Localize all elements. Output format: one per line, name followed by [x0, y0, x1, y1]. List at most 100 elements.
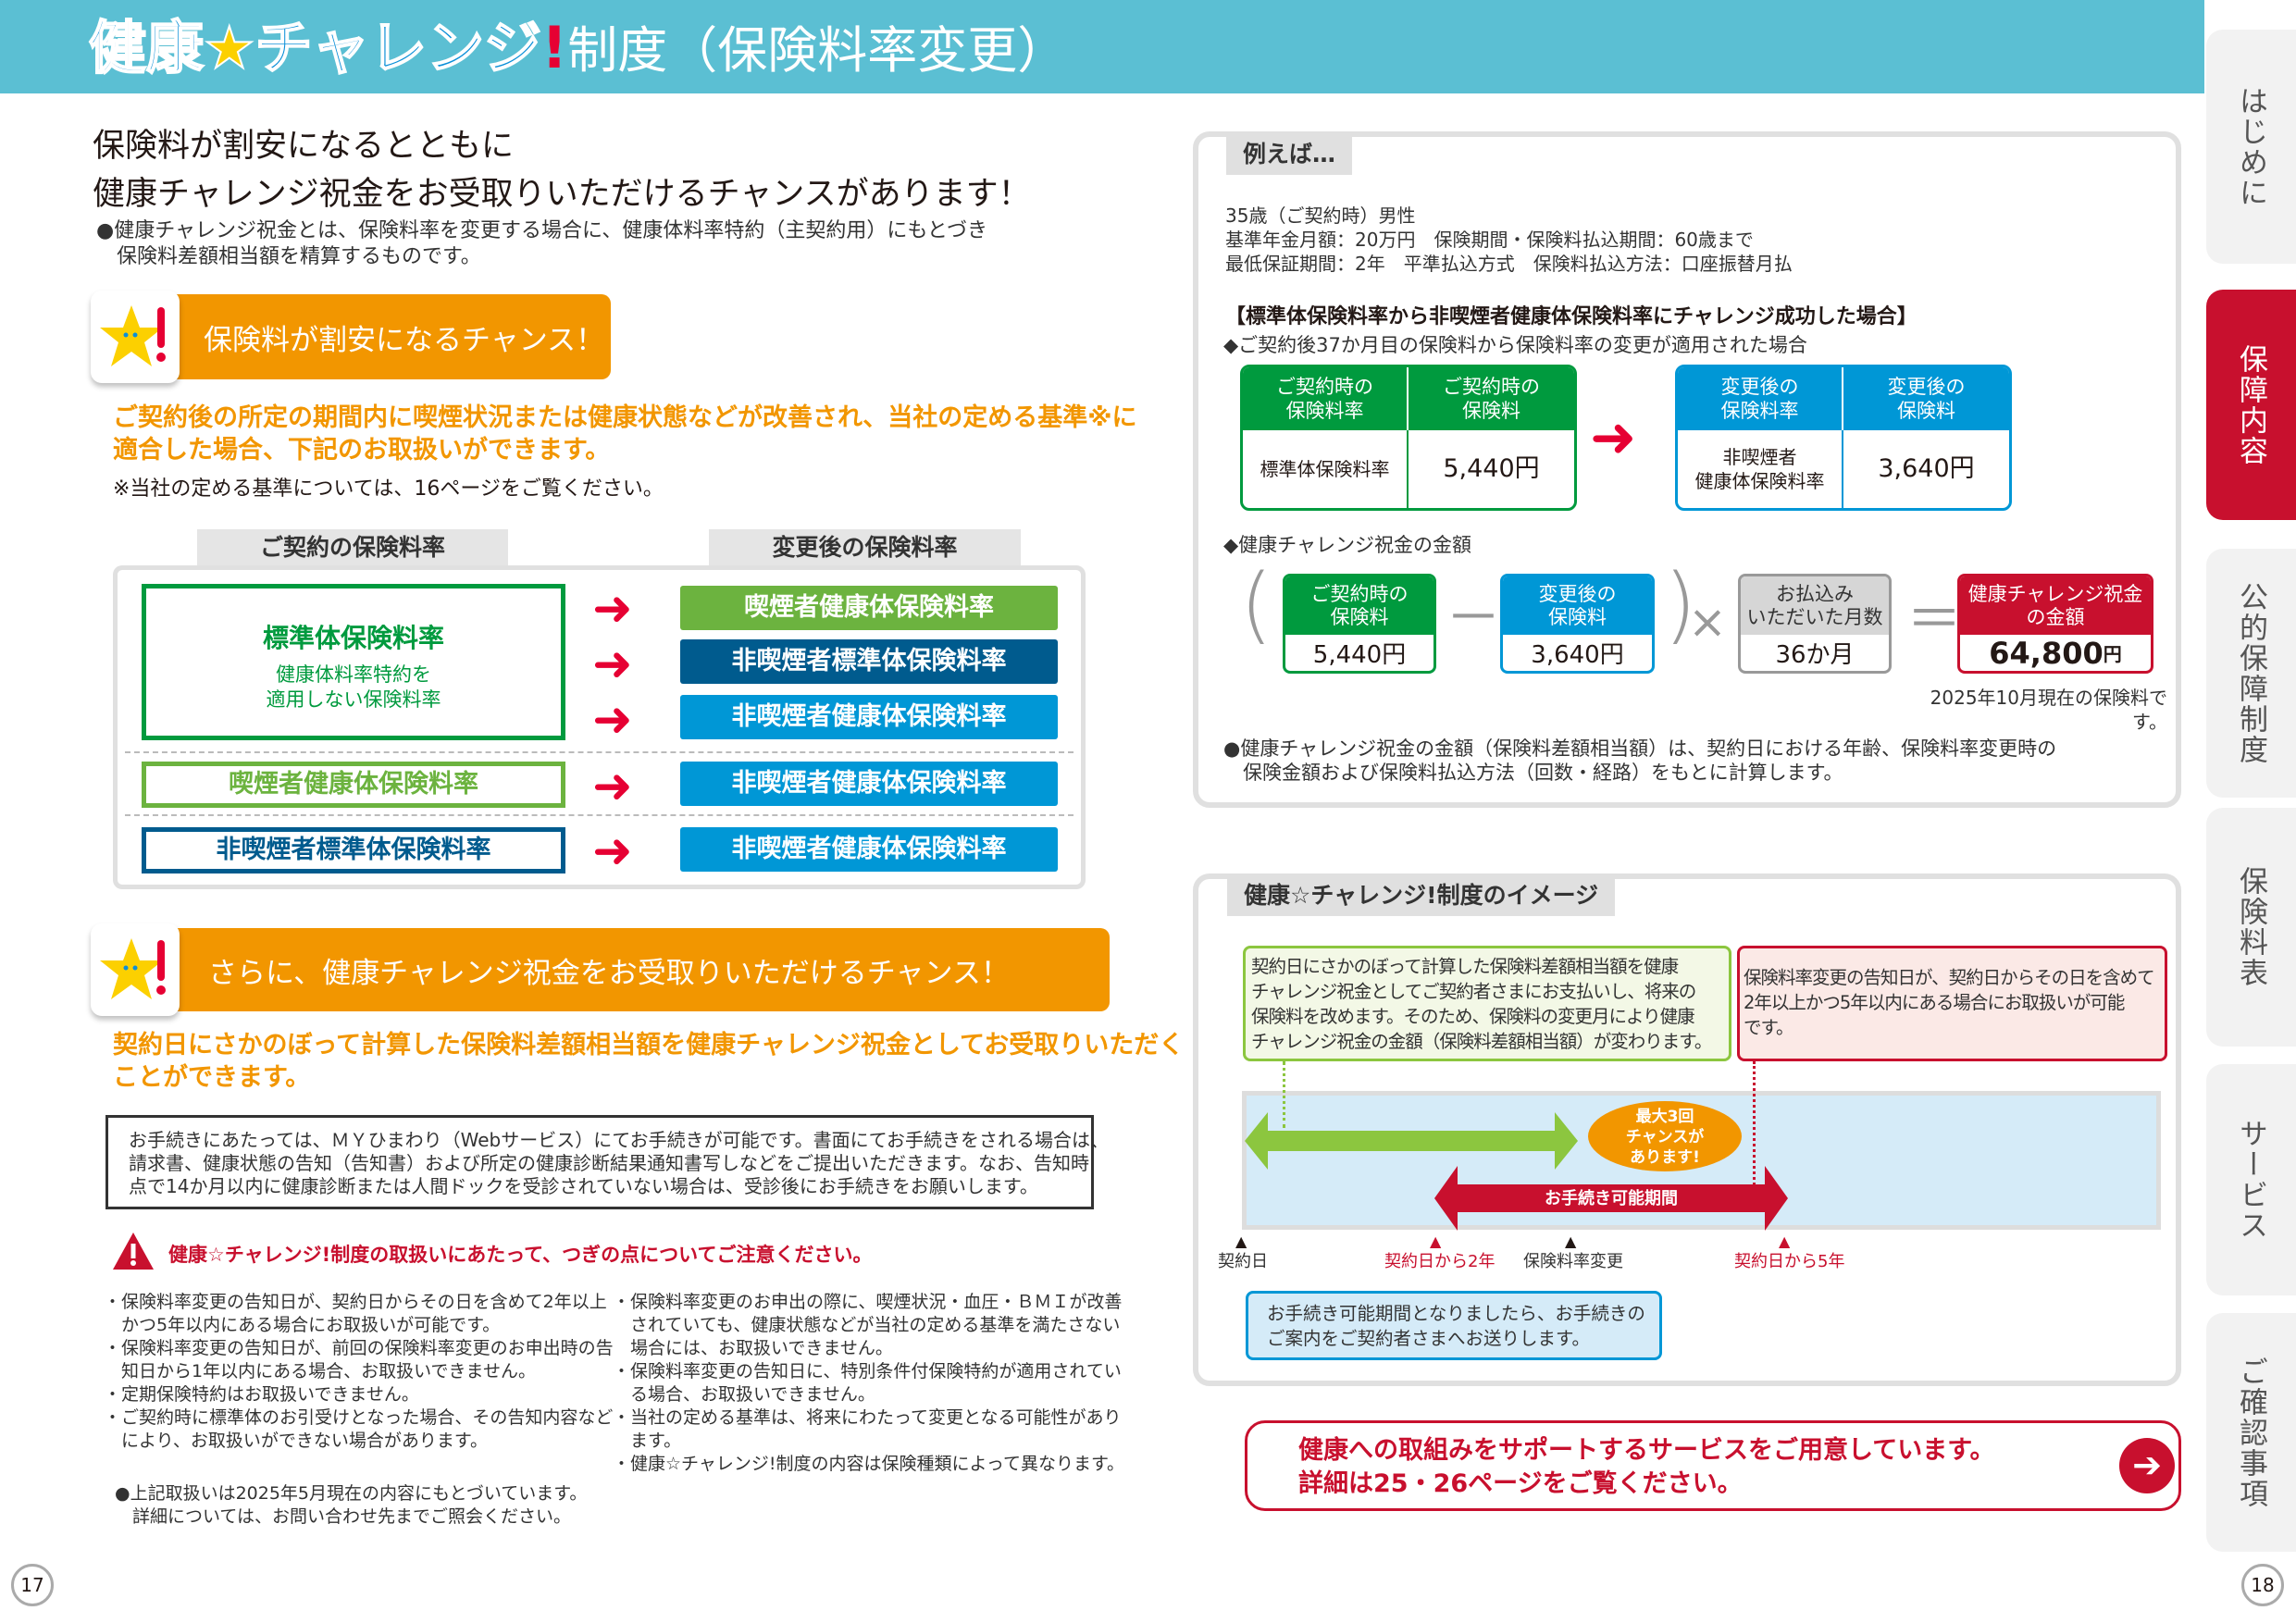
times-sign: ×	[1688, 595, 1727, 649]
lead-heading: 保険料が割安になるとともに健康チャレンジ祝金をお受取りいただけるチャンスがありま…	[93, 122, 1031, 218]
text-line: チャレンジ祝金としてご契約者さまにお支払いし、将来の	[1251, 981, 1696, 1002]
green-explanation-box: 契約日にさかのぼって計算した保険料差額相当額を健康チャレンジ祝金としてご契約者さ…	[1243, 946, 1731, 1061]
arrow-right-icon: ➜	[592, 759, 633, 814]
text-line: 円	[2103, 643, 2122, 665]
triangle-marker-icon: ▲	[1565, 1233, 1577, 1250]
arrow-right-icon: ➜	[1590, 405, 1637, 470]
text-line: !	[541, 14, 568, 81]
sidebar-tab-confirmation[interactable]: ご確認事項	[2206, 1313, 2296, 1552]
paren-right: )	[1664, 556, 1697, 653]
arrow-circle-icon[interactable]: ➔	[2119, 1438, 2175, 1493]
text-line: 契約日にさかのぼって計算した保険料差額相当額を健康	[1251, 956, 1679, 977]
red-dotted-line	[1753, 1061, 1756, 1191]
text-line: ・保険料率変更の告知日に、特別条件付保険特約が適用されてい	[613, 1361, 1122, 1381]
cell: 標準体保険料率	[1243, 430, 1409, 508]
discount-description: ご契約後の所定の期間内に喫煙状況または健康状態などが改善され、当社の定める基準※…	[113, 402, 1137, 466]
text-line: さらに、健康チャレンジ祝金をお受取りいただけるチャンス！	[208, 956, 1010, 990]
text-line: ご契約時の	[1443, 376, 1540, 398]
text-line: ことができます。	[113, 1063, 311, 1092]
text-line: 最大3回	[1635, 1108, 1694, 1126]
text-line: 標準体保険料率	[1260, 458, 1390, 480]
text-line: あります!	[1630, 1148, 1700, 1167]
text-line: 健康体料率特約を	[276, 663, 431, 686]
equals-sign: ＝	[1906, 588, 1962, 652]
text-line: 契約日にさかのぼって計算した保険料差額相当額を健康チャレンジ祝金としてお受取りい…	[113, 1031, 1185, 1059]
calculation-note: ●健康チャレンジ祝金の金額（保険料差額相当額）は、契約日における年齢、保険料率変…	[1223, 737, 2056, 785]
warning-icon	[111, 1231, 155, 1275]
text-line: かつ5年以内にある場合にお取扱いが可能です。	[104, 1315, 501, 1335]
bonus-banner: さらに、健康チャレンジ祝金をお受取りいただけるチャンス！	[167, 928, 1110, 1011]
green-double-arrow-icon	[1245, 1112, 1578, 1170]
text-line: る場合、お取扱いできません。	[613, 1384, 875, 1405]
after-table: 変更後の保険料率 変更後の保険料 非喫煙者健康体保険料率 3,640円	[1675, 365, 2012, 511]
text-line: です。	[1744, 1017, 1794, 1038]
text-line: 詳細については、お問い合わせ先までご照会ください。	[115, 1506, 572, 1527]
divider	[125, 751, 1074, 753]
cell: ご契約時の保険料率	[1243, 367, 1409, 430]
text-line: チャレンジ	[254, 13, 542, 82]
text-line: 保険料率	[1720, 400, 1799, 422]
nonsmoker-healthy-rate-label: 非喫煙者健康体保険料率	[680, 827, 1058, 872]
footnote: ●上記取扱いは2025年5月現在の内容にもとづいています。 詳細については、お問…	[115, 1482, 587, 1529]
text-line: 詳細は25・26ページをご覧ください。	[1298, 1469, 1743, 1498]
text-line: チャレンジ祝金の金額（保険料差額相当額）が変わります。	[1251, 1031, 1712, 1052]
text-line: 健康体保険料率	[1694, 470, 1825, 492]
sidebar-tab-services[interactable]: サービス	[2206, 1064, 2296, 1295]
sidebar-tab-premium-table[interactable]: 保険料表	[2206, 808, 2296, 1047]
text-line: されていても、健康状態などが当社の定める基準を満たさない	[613, 1315, 1121, 1335]
nonsmoker-healthy-rate-label: 非喫煙者健康体保険料率	[680, 762, 1058, 806]
service-link-box[interactable]: 健康への取組みをサポートするサービスをご用意しています。詳細は25・26ページを…	[1245, 1420, 2181, 1511]
sidebar-tab-public-security[interactable]: 公的保障制度	[2206, 549, 2296, 798]
red-double-arrow-icon	[1434, 1166, 1788, 1231]
star-icon: ★	[203, 13, 256, 82]
procedure-period-label: お手続き可能期間	[1545, 1189, 1678, 1208]
arrow-right-icon: ➜	[592, 581, 633, 637]
smoker-healthy-rate-label: 喫煙者健康体保険料率	[680, 586, 1058, 630]
text-line: 保険料が割安になるチャンス！	[204, 323, 605, 357]
paren-left: (	[1240, 556, 1273, 653]
arrow-right-icon: ➜	[592, 692, 633, 748]
marker-5-years: 契約日から5年	[1734, 1252, 1845, 1271]
star-logo-icon	[91, 923, 180, 1016]
rate-table	[113, 565, 1086, 889]
text-line: の金額	[2026, 605, 2085, 628]
arrow-right-icon: ➜	[592, 824, 633, 879]
text-line: ・当社の定める基準は、将来にわたって変更となる可能性があり	[613, 1407, 1122, 1428]
text-line: 請求書、健康状態の告知（告知書）および所定の健康診断結果通知書写しなどをご提出い…	[129, 1152, 1089, 1174]
intro-text: ●健康チャレンジ祝金とは、保険料率を変更する場合に、健康体料率特約（主契約用）に…	[96, 218, 987, 270]
cell: 非喫煙者健康体保険料率	[1678, 430, 1843, 508]
standard-rate-box: 標準体保険料率 健康体料率特約を 適用しない保険料率	[142, 584, 565, 740]
text-line: 保険料差額相当額を精算するものです。	[96, 245, 481, 268]
cell: 5,440円	[1409, 430, 1574, 508]
sidebar-tab-intro[interactable]: はじめに	[2206, 30, 2296, 264]
case-subtitle: ◆ご契約後37か月目の保険料から保険料率の変更が適用された場合	[1223, 334, 1807, 356]
star-logo-icon	[91, 291, 180, 383]
text-line: 知日から1年以内にある場合、お取扱いできません。	[104, 1361, 536, 1381]
text-line: 標準体保険料率	[262, 623, 444, 653]
text-line: 保険料率	[1285, 400, 1364, 422]
nonsmoker-healthy-rate-label: 非喫煙者健康体保険料率	[680, 695, 1058, 739]
text-line: 適用しない保険料率	[266, 688, 441, 711]
smoker-healthy-rate-box: 喫煙者健康体保険料率	[142, 762, 565, 808]
text-line: 健康チャレンジ祝金をお受取りいただけるチャンスがあります！	[93, 176, 1031, 213]
text-line: 2年以上かつ5年以内にある場合にお取扱いが可能	[1744, 992, 2125, 1013]
text-line: 64,800	[1989, 635, 2104, 671]
sidebar-tab-coverage[interactable]: 保障内容	[2206, 290, 2296, 520]
text-line: ●健康チャレンジ祝金の金額（保険料差額相当額）は、契約日における年齢、保険料率変…	[1223, 737, 2057, 760]
text-line: ・保険料率変更の告知日が、前回の保険料率変更のお申出時の告	[104, 1338, 614, 1358]
text-line: 5,440円	[1443, 454, 1540, 483]
case-title: 【標準体保険料率から非喫煙者健康体保険料率にチャレンジ成功した場合】	[1225, 305, 1917, 328]
text-line: ご契約時の	[1310, 582, 1409, 605]
text-line: お手続き可能期間となりましたら、お手続きの	[1267, 1303, 1645, 1324]
text-line: 3,640円	[1878, 454, 1975, 483]
text-line: 点で14か月以内に健康診断または人間ドックを受診されていない場合は、受診後にお手…	[129, 1175, 1038, 1197]
text-line: 最低保証期間：2年 平準払込方式 保険料払込方法：口座振替月払	[1225, 253, 1793, 275]
marker-2-years: 契約日から2年	[1384, 1252, 1496, 1271]
text-line: ・ご契約時に標準体のお引受けとなった場合、その告知内容など	[104, 1407, 614, 1428]
text-line: 制度（保険料率変更）	[567, 21, 1068, 80]
triangle-marker-icon: ▲	[1779, 1233, 1791, 1250]
